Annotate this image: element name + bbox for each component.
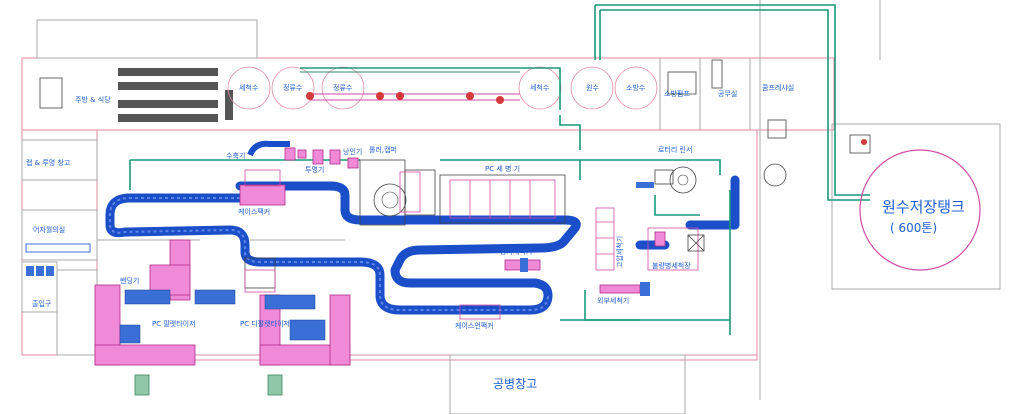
room-fire-pump-label: 소방펌프	[664, 89, 690, 98]
pc-washer	[439, 174, 566, 224]
case-unpacker	[459, 304, 501, 320]
tank-wash-label: 세척수	[239, 83, 259, 92]
hopper-label: 투명기	[305, 165, 324, 174]
tanks-row	[227, 66, 658, 110]
outer-washer	[599, 282, 650, 296]
case-packer-label: 케이스팩커	[238, 207, 270, 216]
roller-capper-label: 롤러,캡퍼	[369, 145, 397, 154]
pc-washer-label: PC 세 병 기	[485, 164, 520, 173]
kitchen-tables	[39, 68, 233, 122]
depalletizer-label: PC 디팔렛타이저	[240, 319, 290, 328]
outer-washer-label: 외부세척기	[597, 296, 629, 305]
banding-label: 밴딩기	[120, 276, 139, 285]
high-pressure-washer	[595, 207, 615, 271]
defect-station	[647, 227, 705, 271]
tank-piping	[300, 67, 561, 110]
room-office-label: 공무실	[718, 89, 737, 98]
room-kitchen-label: 주방 & 식당	[75, 95, 111, 104]
tank-fire-label: 소방수	[626, 83, 646, 92]
fire-pump-box	[667, 71, 697, 95]
raw-tank-name: 원수저장탱크	[882, 198, 965, 216]
room-entrance-label: 출입구	[32, 299, 52, 308]
tank-wash2-label: 세척수	[530, 83, 550, 92]
forklifts	[134, 374, 283, 396]
tank-pure2-label: 정류수	[333, 83, 353, 92]
sampling-washer-label: 상자세척기	[500, 247, 532, 256]
water-collector	[247, 140, 307, 161]
hopper	[312, 149, 341, 165]
office-cabinet	[711, 59, 723, 89]
case-unpacker-label: 케이스언팩커	[455, 321, 494, 330]
room-materials-label: 어자월의실	[33, 225, 65, 234]
room-lab-label: 랩 & 루명 창고	[26, 158, 71, 167]
tank-pure1-label: 정류수	[283, 83, 303, 92]
roller-capper	[359, 159, 436, 226]
uncapper-box	[347, 157, 359, 169]
case-packer	[239, 169, 286, 206]
rotary-rinser-label: 로터리 린서	[658, 145, 692, 154]
sampling-washer	[504, 258, 541, 272]
compressor-box	[767, 119, 787, 139]
compressor-tank	[763, 163, 787, 187]
room-compressor-label: 콤프레샤실	[762, 83, 794, 92]
defect-station-label: 불량병세척장	[652, 261, 691, 270]
high-pressure-label: 고압세척기	[615, 236, 624, 268]
room-warehouse-label: 공병창고	[493, 377, 537, 391]
raw-water-tank	[849, 134, 981, 271]
locker-row	[25, 243, 91, 276]
tank-raw-label: 원수	[586, 83, 599, 92]
uncapper-label: 낭인기	[343, 147, 362, 156]
palletizer-label: PC 팔렛타이저	[152, 319, 196, 328]
building-walls	[21, 0, 1001, 414]
palletizer-area	[94, 239, 351, 366]
raw-tank-capacity: ( 600톤)	[890, 221, 937, 235]
water-collector-label: 수축기	[226, 151, 245, 160]
rotary-rinser	[636, 166, 697, 194]
